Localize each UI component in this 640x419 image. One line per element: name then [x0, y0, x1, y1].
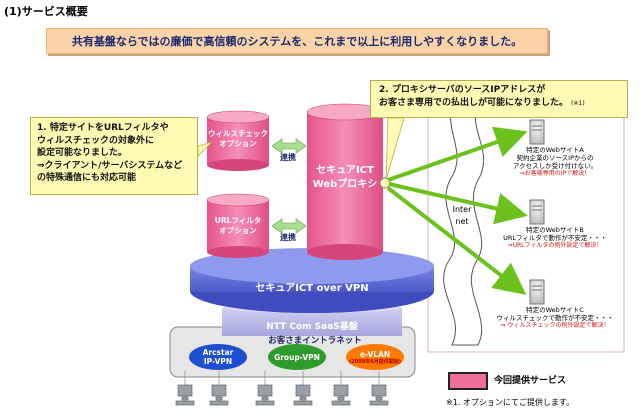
arcstar-ip-vpn: Arcstar IP-VPN	[189, 344, 247, 370]
virus-cylinder	[206, 110, 270, 124]
evlan-label: e-VLAN	[359, 349, 391, 359]
callout-right-pointer	[385, 117, 405, 181]
group-vpn: Group-VPN	[268, 344, 326, 370]
site-b-solution: ⇒URLフィルタの例外設定で解決！	[507, 242, 603, 249]
client-pc-icons	[175, 384, 389, 406]
customer-intranet-label: お客さまイントラネット	[268, 336, 362, 346]
web-site-a-description: 特定のWebサイトA 契約企業のソースIPからの アクセスしか受け付けない。 ⇒…	[486, 146, 624, 178]
server-icon-a	[529, 119, 545, 145]
link-label-upper: 連携	[280, 153, 296, 162]
callout-left-line3: 設定可能なりました。	[37, 148, 128, 158]
e-vlan: e-VLAN (2009年6月提供開始)	[346, 344, 404, 370]
callout-url-filter-exception: 1. 特定サイトをURLフィルタや ウィルスチェックの対象外に 設定可能なりまし…	[30, 117, 198, 195]
callout-left-line5: の特殊通信にも対応可能	[37, 173, 137, 183]
site-a-line2: アクセスしか受け付けない。	[512, 162, 598, 170]
internet-label-line1: Inter	[452, 205, 472, 214]
callout-right-note: (※1)	[571, 99, 585, 107]
url-label-line2: オプション	[219, 226, 257, 235]
url-label-line1: URLフィルタ	[214, 216, 262, 225]
callout-dedicated-source-ip: 2. プロキシサーバのソースIPアドレスが お客さま専用での払出しが可能になりま…	[370, 80, 628, 118]
callout-left-line2: ウィルスチェックの対象外に	[37, 135, 155, 146]
virus-label-line1: ウィルスチェック	[208, 129, 268, 138]
callout-right-line2: お客さま専用での払出しが可能になりました。	[379, 97, 569, 108]
callout-left-line4: ⇒クライアント/サーバシステムなど	[37, 160, 183, 171]
server-icon-b	[529, 199, 545, 225]
arcstar-label-line2: IP-VPN	[203, 357, 233, 366]
link-label-lower: 連携	[280, 233, 296, 242]
site-c-line1: ウィルスチェックで動作が不安定・・・	[496, 314, 614, 322]
proxy-label-line2: Webプロキシ	[312, 179, 378, 190]
legend-footnote: ※1. オプションにてご提供します。	[446, 398, 575, 407]
summary-banner: 共有基盤ならではの廉価で高信頼のシステムを、これまで以上に利用しやすくなりました…	[46, 28, 548, 54]
url-cylinder	[206, 193, 270, 207]
callout-right-line1: 2. プロキシサーバのソースIPアドレスが	[379, 85, 546, 95]
site-a-solution: ⇒お客様専用のIPで解決！	[519, 170, 591, 177]
group-vpn-label: Group-VPN	[274, 352, 320, 362]
evlan-date-label: (2009年6月提供開始)	[349, 358, 401, 365]
callout-left-line1: 1. 特定サイトをURLフィルタや	[37, 123, 169, 133]
legend-label: 今回提供サービス	[494, 376, 567, 386]
callout-left-pointer	[197, 141, 214, 157]
proxy-label-line1: セキュアICT	[316, 165, 374, 176]
legend-swatch	[448, 372, 488, 390]
virus-check-option-label: ウィルスチェック オプション	[205, 129, 271, 149]
url-filter-option-label: URLフィルタ オプション	[205, 216, 271, 236]
arrow-to-site-c	[386, 186, 527, 295]
section-heading: (1)サービス概要	[4, 5, 88, 18]
web-site-c-description: 特定のWebサイトC ウィルスチェックで動作が不安定・・・ ⇒ ウィルスチェック…	[486, 306, 624, 330]
arcstar-label-line1: Arcstar	[202, 348, 234, 357]
internet-label-line2: net	[455, 217, 469, 226]
web-site-b-description: 特定のWebサイトB URLフィルタで動作が不安定・・・ ⇒URLフィルタの例外…	[486, 226, 624, 250]
site-b-title: 特定のWebサイトB	[526, 226, 584, 234]
secure-ict-over-vpn-label: セキュアICT over VPN	[255, 283, 369, 294]
ntt-saas-platform-label: NTT Com SaaS基盤	[266, 322, 358, 332]
link-arrow-lower	[271, 218, 307, 234]
site-c-title: 特定のWebサイトC	[526, 306, 584, 314]
server-icon-c	[529, 279, 545, 305]
virus-label-line2: オプション	[219, 139, 257, 148]
site-a-line1: 契約企業のソースIPからの	[516, 154, 594, 162]
site-a-title: 特定のWebサイトA	[526, 146, 584, 154]
arrow-to-site-a	[387, 126, 528, 182]
site-c-solution: ⇒ ウィルスチェックの例外設定で解決！	[500, 322, 610, 329]
internet-cloud	[443, 99, 485, 346]
site-b-line1: URLフィルタで動作が不安定・・・	[503, 234, 607, 242]
saas-platform	[222, 308, 402, 336]
link-arrow-upper	[271, 138, 307, 154]
web-proxy-label: セキュアICT Webプロキシ	[305, 164, 385, 192]
internet-label: Inter net	[442, 204, 482, 228]
arrow-to-site-b	[388, 182, 528, 225]
